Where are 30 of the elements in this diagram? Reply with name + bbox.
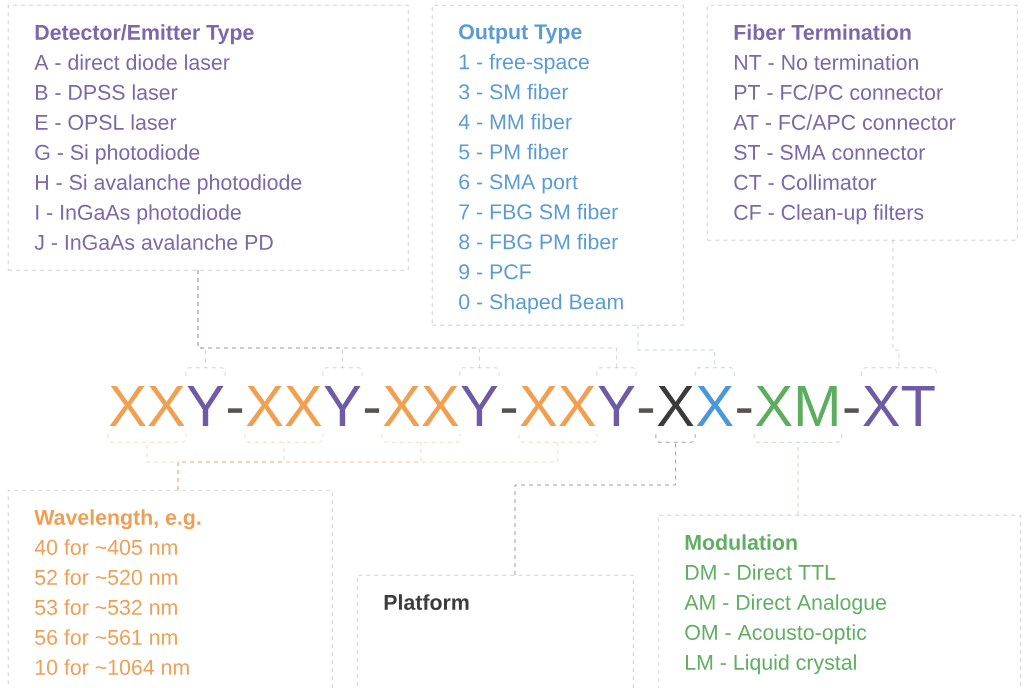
code-letters: Y — [461, 386, 498, 426]
info-box: Modulation DM - Direct TTL AM - Direct Analogue OM - Acousto-optic LM - Liquid crystal — [658, 515, 1021, 688]
code-letters: X — [696, 386, 733, 426]
code-separator: - — [844, 408, 859, 413]
info-box: Detector/Emitter Type A - direct diode laser B - DPSS laser E - OPSL laser G - Si photodiode H - Si avalanche photodiode I - InGaAs photodiode J - InGaAs avalanche PD — [8, 5, 409, 271]
leader-line — [637, 324, 715, 368]
code-separator: - — [737, 408, 752, 413]
code-letters: Y — [324, 386, 361, 426]
code-letters: Y — [598, 386, 635, 426]
code-separator: - — [638, 408, 654, 413]
info-box: Wavelength, e.g. 40 for ~405 nm 52 for ~520 nm 53 for ~532 nm 56 for ~561 nm 10 for ~1064 nm — [8, 490, 333, 688]
leader-line — [892, 239, 900, 368]
leader-line — [177, 442, 559, 491]
code-letters: XX — [520, 386, 596, 426]
code-separator: - — [501, 408, 517, 413]
code-letters: XM — [755, 386, 837, 426]
code-letters: XX — [383, 386, 459, 426]
code-separator: - — [364, 408, 380, 413]
code-letters: Y — [187, 386, 224, 426]
code-letters: XX — [109, 386, 185, 426]
code-separator: - — [227, 408, 243, 413]
code-letters: XT — [863, 386, 935, 426]
code-letters: X — [657, 386, 694, 426]
leader-line — [197, 269, 617, 368]
leader-line — [797, 442, 799, 516]
info-box: Fiber Termination NT - No termination PT - FC/PC connector AT - FC/APC connector ST - SMA connector CT - Collimator CF - Clean-up filters — [707, 5, 1018, 241]
leader-line — [514, 442, 676, 576]
code-letters: XX — [246, 386, 322, 426]
info-box: Output Type 1 - free-space 3 - SM fiber 4 - MM fiber 5 - PM fiber 6 - SMA port 7 - FBG SM fiber 8 - FBG PM fiber 9 - PCF 0 - Shaped Beam — [432, 5, 684, 326]
info-box: Platform — [357, 575, 634, 688]
